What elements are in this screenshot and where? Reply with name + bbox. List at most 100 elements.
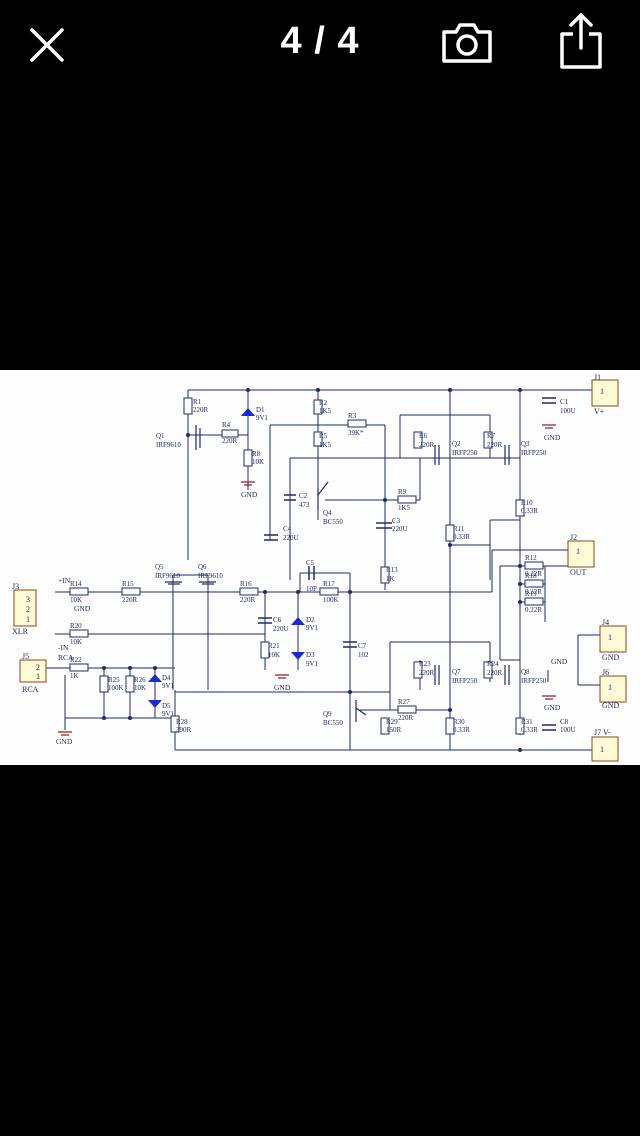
c7-label: C7: [358, 642, 367, 650]
r5-label: R5: [319, 432, 328, 440]
schematic-photo[interactable]: J1 1 V+ J2 1 OUT J3 3 2 1 XLR J4 1 GND J…: [0, 370, 640, 765]
r12-value: 0.22R: [525, 570, 542, 578]
j1-net: V+: [594, 407, 605, 416]
r21-label: R21: [268, 642, 280, 650]
q6-label: Q6: [198, 563, 207, 571]
amplifier-schematic: J1 1 V+ J2 1 OUT J3 3 2 1 XLR J4 1 GND J…: [12, 373, 627, 762]
j4-label: J4: [602, 618, 609, 627]
q9-label: Q9: [323, 710, 332, 718]
photo-counter: 4 / 4: [280, 20, 360, 62]
r6-label: R6: [419, 432, 428, 440]
q2-value: IRFP250: [452, 449, 478, 457]
rca-net-label: RCA: [58, 653, 74, 662]
zener-diodes: [148, 408, 305, 708]
c2-label: C2: [299, 492, 308, 500]
j4-pin: 1: [608, 633, 612, 642]
r26-label: R26: [134, 676, 146, 684]
c1-label: C1: [560, 398, 569, 406]
j6-net: GND: [602, 701, 620, 710]
j4-net: GND: [602, 653, 620, 662]
r18-value: 0.22R: [525, 588, 542, 596]
r20-label: R20: [70, 622, 82, 630]
j6-pin: 1: [608, 683, 612, 692]
r24-value: 220R: [487, 669, 503, 677]
r19-label: R19: [525, 590, 537, 598]
r29-value: 150R: [386, 726, 402, 734]
q4-label: Q4: [323, 509, 332, 517]
r28-value: 390R: [176, 726, 192, 734]
q9-value: BC550: [323, 719, 343, 727]
transistors: [165, 425, 510, 722]
d5-label: D5: [162, 702, 171, 710]
r18-label: R18: [525, 572, 537, 580]
ground-symbols: [58, 424, 556, 736]
resistor-bodies: [69, 397, 544, 735]
j2-label: J2: [570, 533, 577, 542]
c3-value: 220U: [392, 525, 408, 533]
connectors: [13, 379, 627, 762]
r30-label: R30: [453, 718, 465, 726]
r12-label: R12: [525, 554, 537, 562]
r14-label: R14: [70, 580, 82, 588]
j2-pin: 1: [576, 547, 580, 556]
c1-value: 100U: [560, 407, 576, 415]
q1-label: Q1: [156, 432, 165, 440]
r9-value: 1K5: [398, 504, 411, 512]
share-icon: [560, 13, 602, 69]
gnd-label: GND: [56, 737, 73, 746]
j3-pin-2: 2: [26, 605, 30, 614]
top-bar: 4 / 4: [0, 0, 640, 90]
r7-value: 220R: [487, 441, 503, 449]
q5-label: Q5: [155, 563, 164, 571]
j5-pin-2: 2: [36, 663, 40, 672]
connector-labels: J1 1 V+ J2 1 OUT J3 3 2 1 XLR J4 1 GND J…: [12, 373, 620, 754]
j3-name: XLR: [12, 627, 29, 636]
r23-value: 220R: [419, 669, 435, 677]
c7-value: 102: [358, 651, 369, 659]
q8-label: Q8: [521, 668, 530, 676]
r10-value: 0.33R: [521, 507, 538, 515]
r25-label: R25: [108, 676, 120, 684]
close-button[interactable]: [26, 24, 68, 66]
r24-label: R24: [487, 660, 499, 668]
j5-name: RCA: [22, 685, 39, 694]
gnd-label: GND: [274, 683, 291, 692]
r25-value: 100K: [108, 684, 124, 692]
r11-value: 0.33R: [453, 533, 470, 541]
r13-value: 1K: [386, 575, 395, 583]
r16-label: R16: [240, 580, 252, 588]
gnd-label: GND: [544, 703, 561, 712]
r3-value: 39K*: [348, 429, 364, 437]
r16-value: 220R: [240, 596, 256, 604]
r23-label: R23: [419, 660, 431, 668]
j1-pin: 1: [600, 387, 604, 396]
q2-label: Q2: [452, 440, 461, 448]
c5-value: 10P: [306, 585, 317, 593]
q1-value: IRF9610: [156, 441, 181, 449]
d1-value: 9V1: [256, 414, 269, 422]
j7-pin: 1: [600, 745, 604, 754]
r26-value: 10K: [134, 684, 146, 692]
c2-value: 473: [299, 501, 310, 509]
q3-label: Q3: [521, 440, 530, 448]
share-button[interactable]: [556, 10, 606, 70]
r8-value: 10K: [252, 458, 264, 466]
r4-label: R4: [222, 421, 231, 429]
r5-value: 1K5: [319, 441, 332, 449]
r14-value: 10K: [70, 596, 82, 604]
r1-label: R1: [193, 398, 202, 406]
r30-value: 0.33R: [453, 726, 470, 734]
j1-label: J1: [594, 373, 601, 382]
r2-value: 1K5: [319, 407, 332, 415]
r19-value: 0.22R: [525, 606, 542, 614]
in-minus-label: -IN: [58, 643, 69, 652]
r22-label: R22: [70, 656, 82, 664]
q6-value: IRF9610: [198, 572, 223, 580]
r31-label: R31: [521, 718, 533, 726]
q3-value: IRFP250: [521, 449, 547, 457]
q8-value: IRFP250: [521, 677, 547, 685]
camera-button[interactable]: [440, 20, 494, 66]
j6-label: J6: [602, 668, 609, 677]
q4-value: BC550: [323, 518, 343, 526]
